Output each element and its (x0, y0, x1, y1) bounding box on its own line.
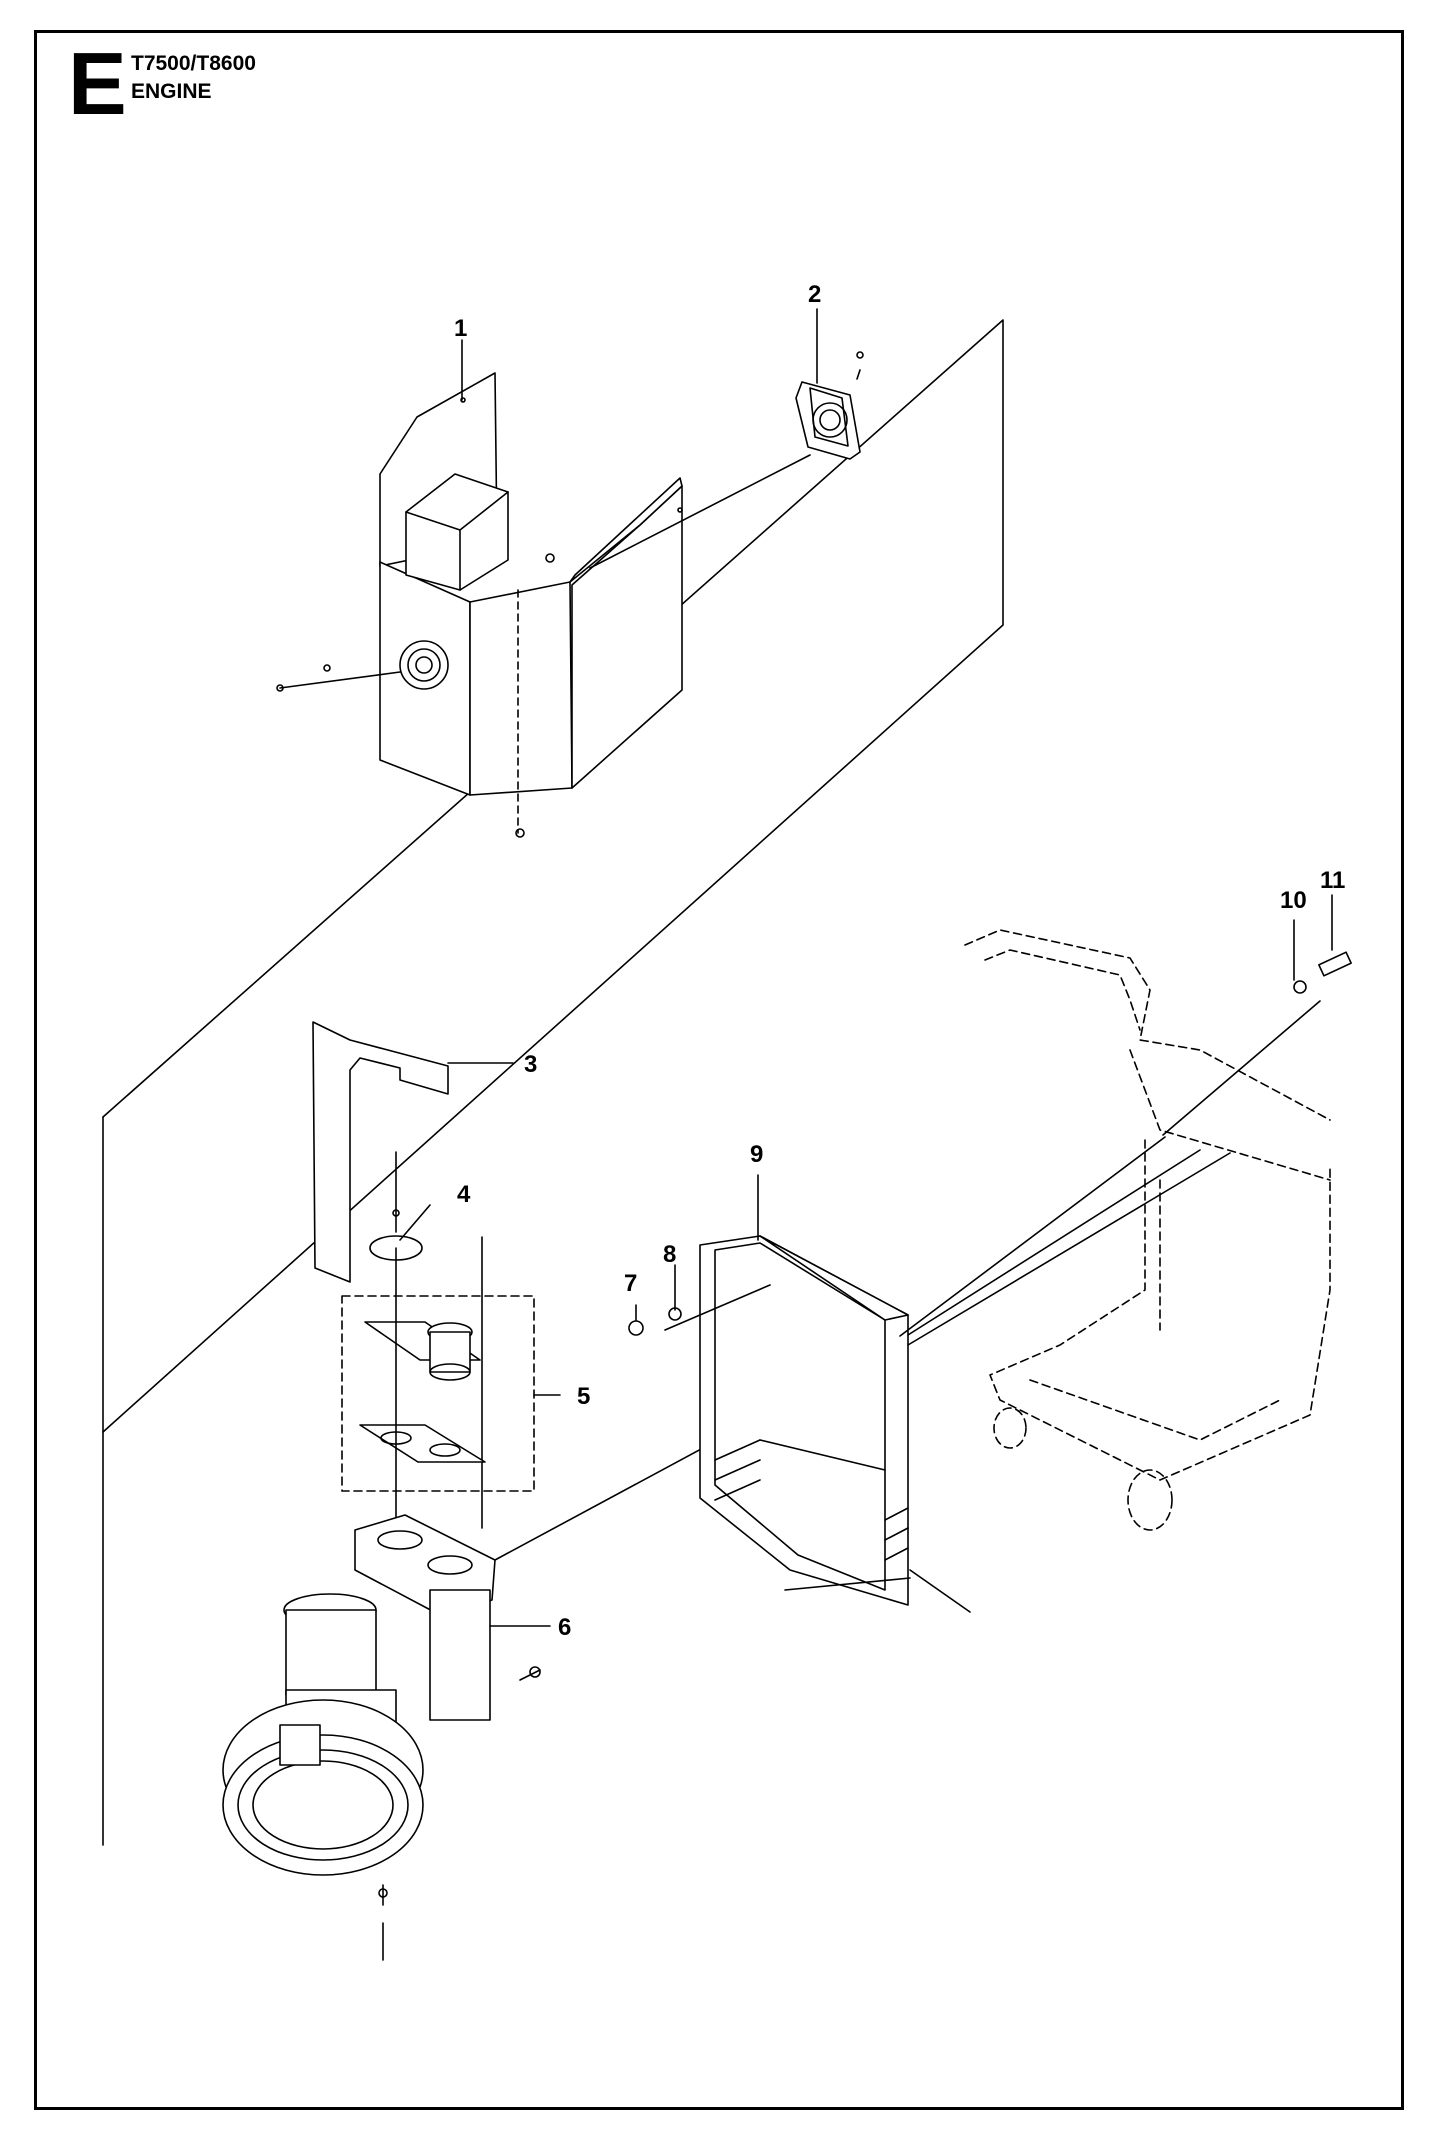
callout-8: 8 (663, 1241, 676, 1268)
callout-9: 9 (750, 1141, 763, 1168)
callout-1: 1 (454, 315, 467, 342)
page-title: ENGINE (131, 80, 212, 103)
drawing-frame (34, 30, 1404, 2110)
mounting-plane-upper (102, 319, 1004, 1433)
filter-kit-box (341, 1295, 535, 1492)
callout-7: 7 (624, 1270, 637, 1297)
section-letter: E (68, 34, 127, 133)
washer-10 (1293, 980, 1307, 994)
callout-10: 10 (1280, 887, 1307, 914)
side-panel (699, 1235, 909, 1606)
callout-4: 4 (457, 1181, 471, 1208)
callout-3: 3 (524, 1051, 537, 1078)
cart-frame (964, 929, 1331, 1531)
bolt-11 (1318, 951, 1352, 977)
fan (795, 351, 864, 460)
callout-5: 5 (577, 1383, 590, 1410)
bracket (312, 1021, 449, 1283)
model-number: T7500/T8600 (131, 52, 256, 75)
nut-7 (628, 1320, 644, 1336)
callout-6: 6 (558, 1614, 571, 1641)
blower-motor (222, 1514, 496, 1961)
callout-2: 2 (808, 281, 821, 308)
callout-11: 11 (1320, 867, 1345, 894)
hood-assembly (276, 372, 683, 838)
